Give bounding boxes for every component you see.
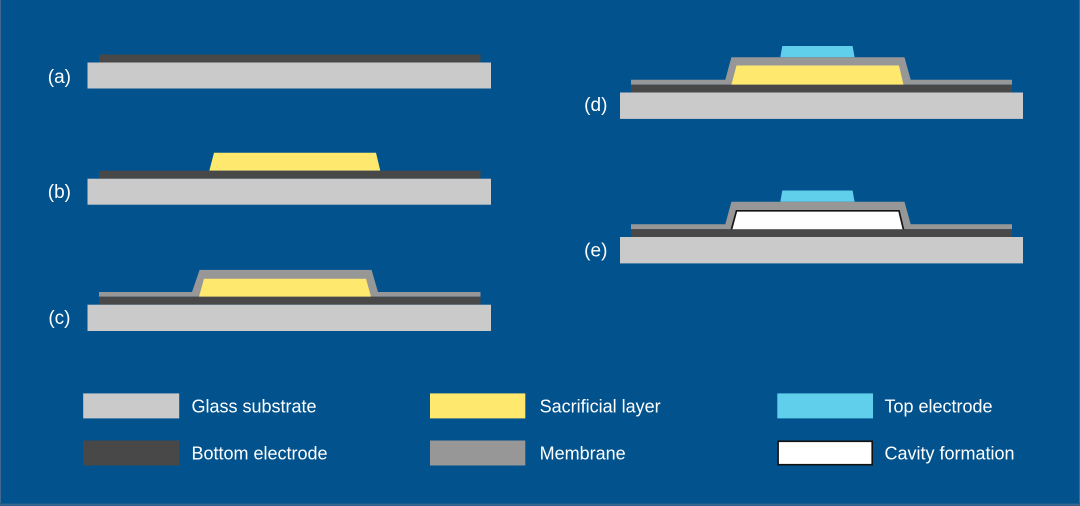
svg-text:Sacrificial layer: Sacrificial layer (540, 396, 661, 416)
svg-text:Glass substrate: Glass substrate (192, 396, 317, 416)
svg-text:Bottom electrode: Bottom electrode (192, 443, 328, 463)
svg-text:Cavity formation: Cavity formation (885, 443, 1015, 463)
svg-text:(a): (a) (48, 67, 71, 88)
svg-text:(b): (b) (48, 182, 71, 203)
svg-text:(d): (d) (584, 95, 607, 116)
svg-text:Top electrode: Top electrode (885, 396, 993, 416)
svg-text:(e): (e) (584, 240, 607, 261)
svg-text:Membrane: Membrane (540, 443, 626, 463)
svg-text:(c): (c) (48, 308, 70, 329)
